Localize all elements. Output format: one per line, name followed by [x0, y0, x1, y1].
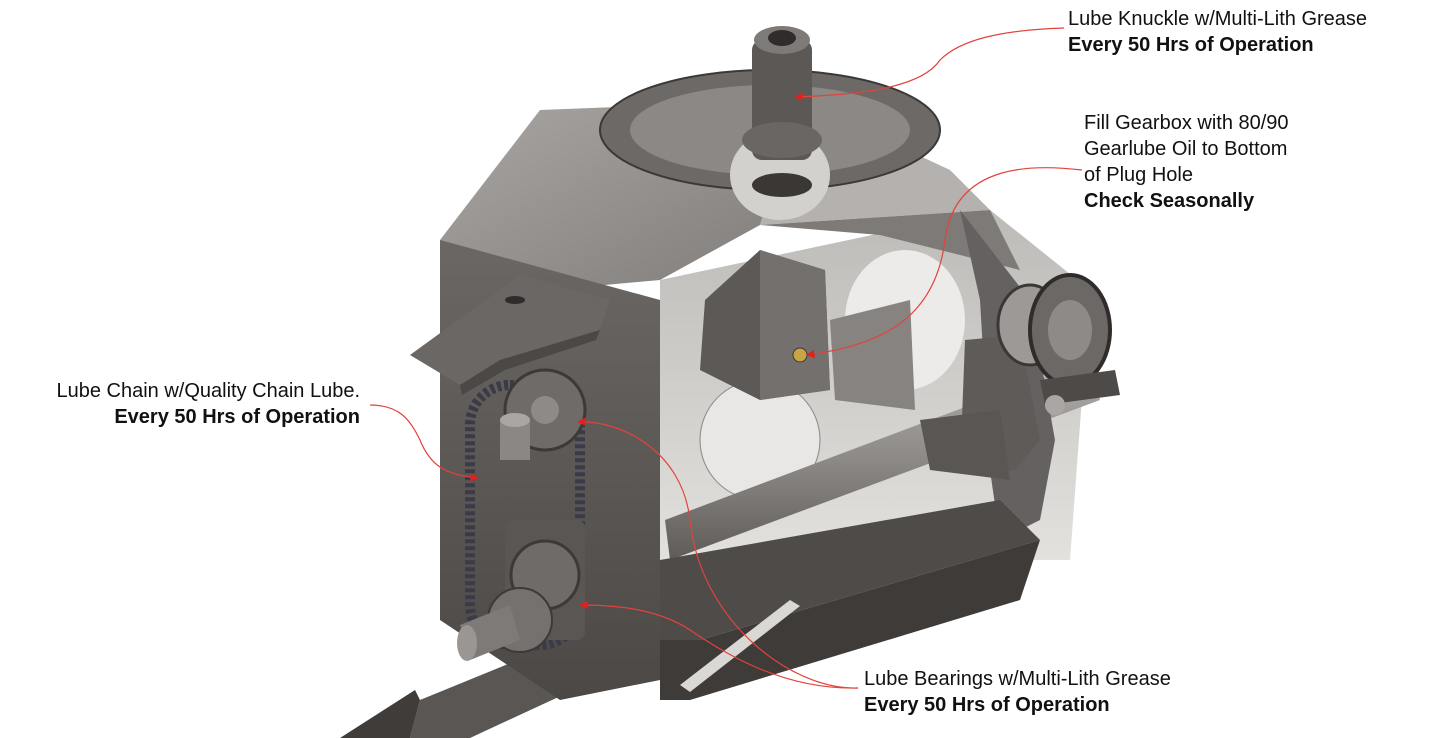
gearbox-callout-line-1: Fill Gearbox with 80/90 — [1084, 112, 1289, 134]
chain-callout-interval: Every 50 Hrs of Operation — [114, 406, 360, 428]
knuckle-leader — [794, 27, 1065, 101]
gearbox-callout-line-2: Gearlube Oil to Bottom — [1084, 138, 1288, 160]
bearings-callout-interval: Every 50 Hrs of Operation — [864, 694, 1110, 716]
bearings-callout: Lube Bearings w/Multi-Lith Grease Every … — [864, 666, 1171, 718]
knuckle-callout: Lube Knuckle w/Multi-Lith Grease Every 5… — [1068, 6, 1367, 58]
knuckle-callout-text: Lube Knuckle w/Multi-Lith Grease — [1068, 8, 1368, 30]
leader-lines — [369, 27, 1083, 689]
pto-knuckle — [599, 26, 941, 220]
bearings-leader-upper — [577, 417, 859, 689]
mount-bracket — [410, 275, 610, 395]
gearbox-leader — [806, 167, 1083, 359]
bearings-leader-lower — [579, 600, 859, 689]
chain-callout: Lube Chain w/Quality Chain Lube. Every 5… — [56, 378, 360, 430]
chain-drive — [457, 368, 587, 661]
chain-leader — [369, 404, 479, 482]
winch — [920, 273, 1120, 480]
knuckle-callout-interval: Every 50 Hrs of Operation — [1068, 34, 1314, 56]
gearbox-callout-line-3: of Plug Hole — [1084, 164, 1193, 186]
gearbox-callout-interval: Check Seasonally — [1084, 190, 1255, 212]
chain-callout-text: Lube Chain w/Quality Chain Lube. — [56, 380, 360, 402]
bearings-callout-text: Lube Bearings w/Multi-Lith Grease — [864, 668, 1171, 690]
gearbox-callout: Fill Gearbox with 80/90 Gearlube Oil to … — [1084, 110, 1289, 214]
